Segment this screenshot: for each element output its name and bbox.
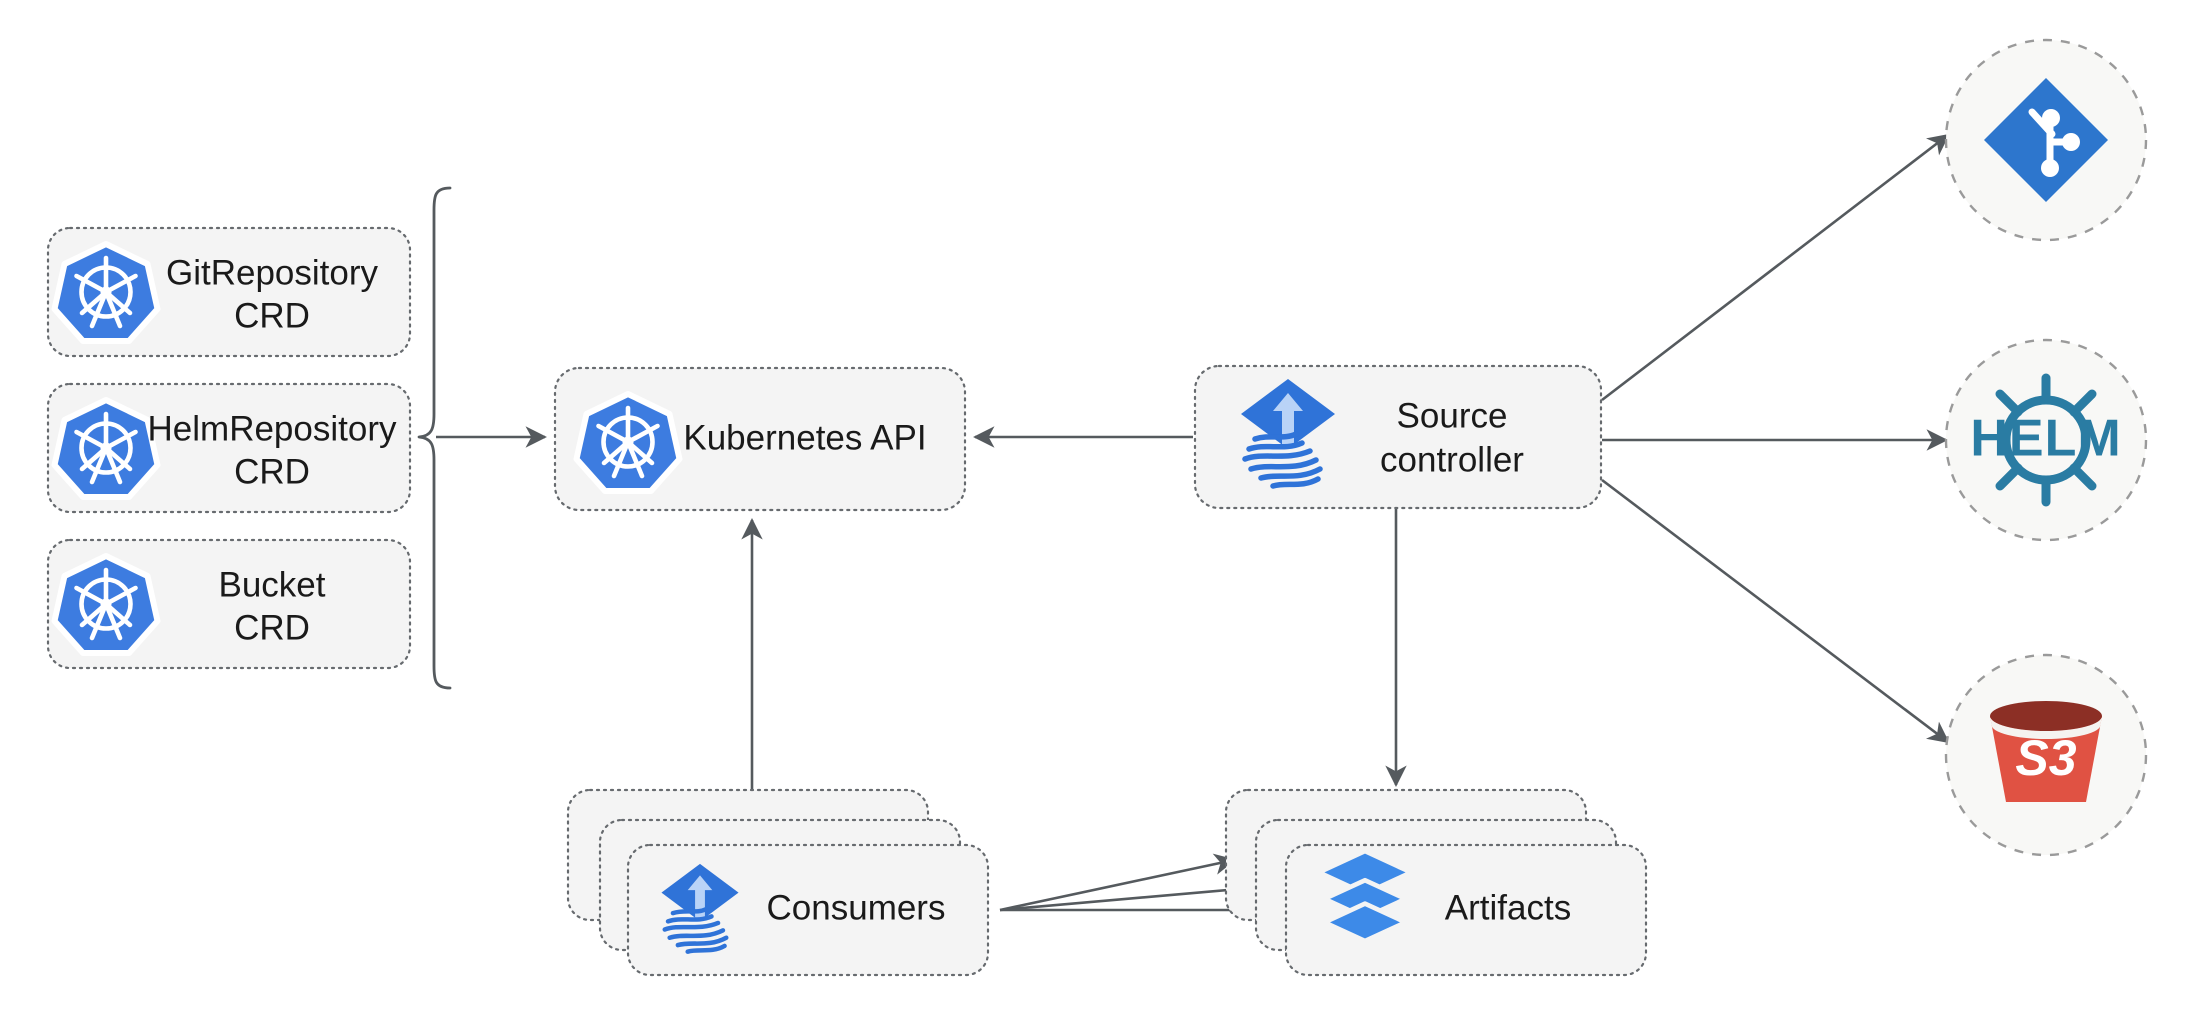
node-consumers[interactable]: Consumers: [566, 788, 990, 977]
kubernetes-icon: [55, 400, 158, 497]
edge-source-controller-to-s3: [1601, 478, 1950, 744]
crd-label-line2: CRD: [234, 608, 310, 647]
external-node-s3[interactable]: S3: [1944, 653, 2148, 857]
artifacts-label: Artifacts: [1445, 888, 1571, 927]
source-controller-label-line2: controller: [1380, 440, 1524, 479]
source-controller-label-line1: Source: [1397, 396, 1508, 435]
crd-label-line1: HelmRepository: [148, 409, 397, 448]
crd-label-line2: CRD: [234, 452, 310, 491]
crd-bracket: [417, 186, 452, 690]
helm-label: HELM: [1970, 410, 2121, 468]
kubernetes-api-label: Kubernetes API: [683, 418, 926, 457]
s3-label: S3: [2015, 730, 2076, 786]
edge-source-controller-to-git: [1601, 133, 1950, 402]
node-source-controller[interactable]: Source controller: [1193, 364, 1603, 510]
crd-node-bucket[interactable]: Bucket CRD: [46, 538, 412, 670]
external-targets: HELM S3: [1944, 38, 2148, 857]
crd-group: GitRepository CRD HelmRepository CRD Buc…: [46, 226, 412, 670]
node-kubernetes-api[interactable]: Kubernetes API: [553, 366, 967, 512]
consumers-label: Consumers: [767, 888, 946, 927]
edge-layer: [417, 133, 1950, 921]
kubernetes-icon: [577, 394, 680, 491]
kubernetes-icon: [55, 556, 158, 653]
crd-node-helmrepository[interactable]: HelmRepository CRD: [46, 382, 412, 514]
kubernetes-icon: [55, 244, 158, 341]
crd-label-line1: GitRepository: [166, 253, 379, 292]
node-artifacts[interactable]: Artifacts: [1224, 788, 1648, 977]
crd-label-line1: Bucket: [219, 565, 326, 604]
edge-consumers-to-artifacts-2: [999, 878, 1264, 912]
crd-node-gitrepository[interactable]: GitRepository CRD: [46, 226, 412, 358]
helm-circle: [1944, 338, 2148, 542]
edge-consumers-to-artifacts-1: [999, 853, 1236, 912]
external-node-helm[interactable]: HELM: [1944, 338, 2148, 542]
external-node-git[interactable]: [1944, 38, 2148, 242]
crd-label-line2: CRD: [234, 296, 310, 335]
